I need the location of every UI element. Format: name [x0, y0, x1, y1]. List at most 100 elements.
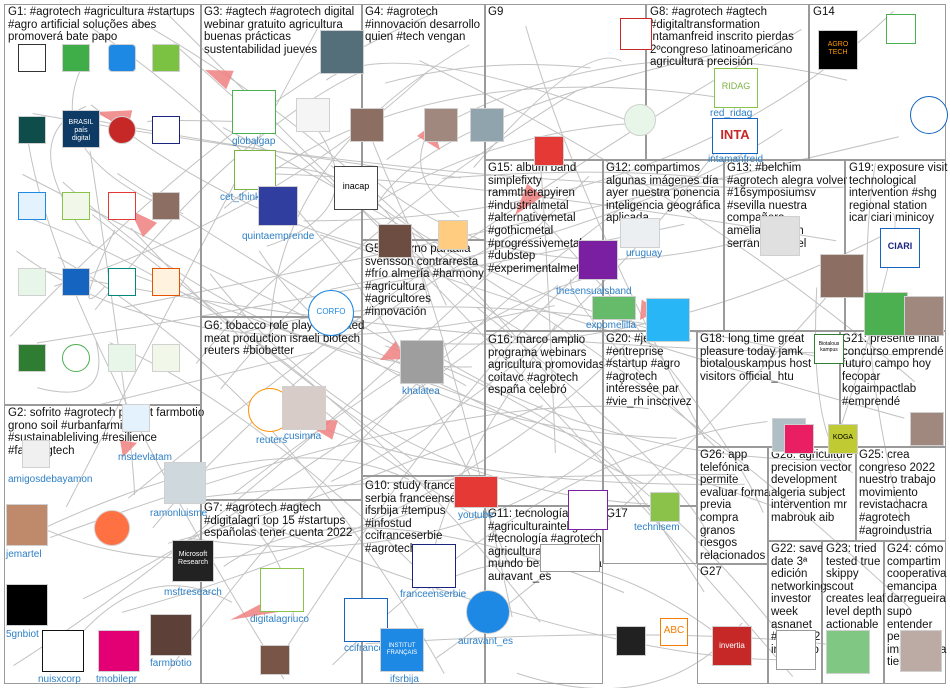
node-koga[interactable]: KOGA [828, 424, 858, 454]
node-logo[interactable] [108, 116, 136, 144]
node-logo[interactable] [18, 44, 46, 72]
node-logo[interactable] [540, 544, 600, 572]
group-g7 [201, 500, 362, 684]
node-logo[interactable] [62, 344, 90, 372]
edge [49, 405, 649, 539]
node-thinkagro[interactable] [234, 150, 276, 190]
node-profile[interactable] [900, 630, 942, 672]
node-abc[interactable]: ABC [660, 618, 688, 646]
node-amigosdebayamon[interactable] [22, 440, 50, 468]
node-farmbotio[interactable] [122, 404, 150, 432]
node-profile[interactable] [616, 626, 646, 656]
node-tmobilepr[interactable] [98, 630, 140, 672]
node-corfo[interactable]: CORFO [308, 290, 354, 336]
edge [13, 175, 590, 666]
node-logo[interactable] [646, 298, 690, 342]
edge [26, 132, 285, 680]
edge-arrow [515, 183, 543, 215]
node-logo[interactable] [108, 344, 136, 372]
node-red-ridag[interactable]: RIDAG [714, 68, 758, 108]
node-logo[interactable]: AGRO TECH [818, 30, 858, 70]
node-profile[interactable] [260, 645, 290, 675]
node-nuisxcorp[interactable] [42, 630, 84, 672]
node-logo[interactable] [886, 14, 916, 44]
edge [168, 197, 636, 671]
node-logo[interactable] [152, 44, 180, 72]
node-belchim[interactable] [760, 216, 800, 256]
node-expomelilla[interactable] [592, 296, 636, 320]
edge [232, 275, 600, 495]
group-g25 [856, 447, 946, 541]
node-invertia[interactable]: invertia [712, 626, 752, 666]
edge [190, 448, 603, 548]
node-globalgap[interactable] [232, 90, 276, 134]
node-profile[interactable] [784, 424, 814, 454]
node-logo[interactable] [18, 344, 46, 372]
node-gov-logo[interactable] [320, 30, 364, 74]
node-label-intamanfreid: intamanfreid [708, 154, 764, 165]
node-profile[interactable] [378, 224, 412, 258]
node-logo[interactable] [152, 268, 180, 296]
node-digitalagriuco[interactable] [260, 568, 304, 612]
node-profile[interactable] [296, 98, 330, 132]
node-inta[interactable]: INTA [712, 118, 758, 154]
node-logo[interactable] [624, 104, 656, 136]
node-profile[interactable] [438, 220, 468, 250]
node-logo[interactable] [534, 136, 564, 166]
node-profile[interactable] [470, 108, 504, 142]
edge [42, 270, 903, 356]
node-landscape[interactable] [826, 630, 870, 674]
group-g15-label: G15: album band simplefixty rammtherapyi… [488, 162, 589, 275]
node-youtube[interactable] [454, 476, 498, 508]
node-logo[interactable]: BRASIL país digital [62, 110, 100, 148]
node-khalatea[interactable] [400, 340, 444, 384]
node-auravant[interactable] [466, 590, 510, 634]
node-logo[interactable] [910, 96, 948, 134]
node-25[interactable] [568, 490, 608, 530]
node-uruguay[interactable] [620, 218, 660, 248]
node-logo[interactable] [18, 192, 46, 220]
node-text-agrotech: AGRO TECH [827, 41, 849, 56]
node-technisem[interactable] [650, 492, 680, 522]
group-g18-label: G18: long time great pleasure today jamk… [700, 333, 812, 383]
node-profile[interactable] [820, 254, 864, 298]
node-ramonluisme[interactable] [164, 462, 206, 504]
node-profile[interactable] [910, 412, 944, 446]
node-biotalous[interactable]: Biotalous kampus [814, 334, 844, 364]
node-logo[interactable] [108, 44, 136, 72]
node-profile[interactable] [424, 108, 458, 142]
node-profile[interactable] [904, 296, 944, 336]
node-franceenserbie[interactable] [412, 544, 456, 588]
node-ifsrbija[interactable]: INSTITUT FRANÇAIS [380, 628, 424, 672]
node-profile[interactable] [350, 108, 384, 142]
node-msftresearch[interactable]: Microsoft Research [172, 540, 214, 582]
node-logo[interactable] [108, 192, 136, 220]
node-logo[interactable] [18, 116, 46, 144]
node-cusimna[interactable] [282, 386, 326, 430]
node-inacap[interactable]: inacap [334, 166, 378, 210]
node-jemartel[interactable] [6, 504, 48, 546]
edge [418, 262, 513, 618]
node-5gnbiot[interactable] [6, 584, 48, 626]
node-logo[interactable] [62, 192, 90, 220]
node-logo[interactable] [776, 630, 816, 670]
edge-arrow [380, 341, 405, 360]
node-logo[interactable] [18, 268, 46, 296]
node-rocket[interactable] [94, 510, 130, 546]
node-logo[interactable] [62, 268, 90, 296]
node-thesensualsband[interactable] [578, 240, 618, 280]
group-g12-label: G12: compartimos algunas imágenes día ay… [606, 162, 721, 224]
edge [82, 284, 559, 600]
node-ciari[interactable]: CIARI [880, 228, 920, 268]
node-logo[interactable] [152, 192, 180, 220]
node-profile[interactable] [864, 292, 908, 336]
node-logo[interactable] [108, 268, 136, 296]
edge-arrow [130, 210, 158, 238]
edge-arrow [205, 70, 234, 90]
node-logo[interactable] [152, 344, 180, 372]
node-farmbotio-logo[interactable] [150, 614, 192, 656]
node-logo[interactable] [620, 18, 652, 50]
node-logo[interactable] [152, 116, 180, 144]
node-logo[interactable] [62, 44, 90, 72]
node-quintaemprende[interactable] [258, 186, 298, 226]
